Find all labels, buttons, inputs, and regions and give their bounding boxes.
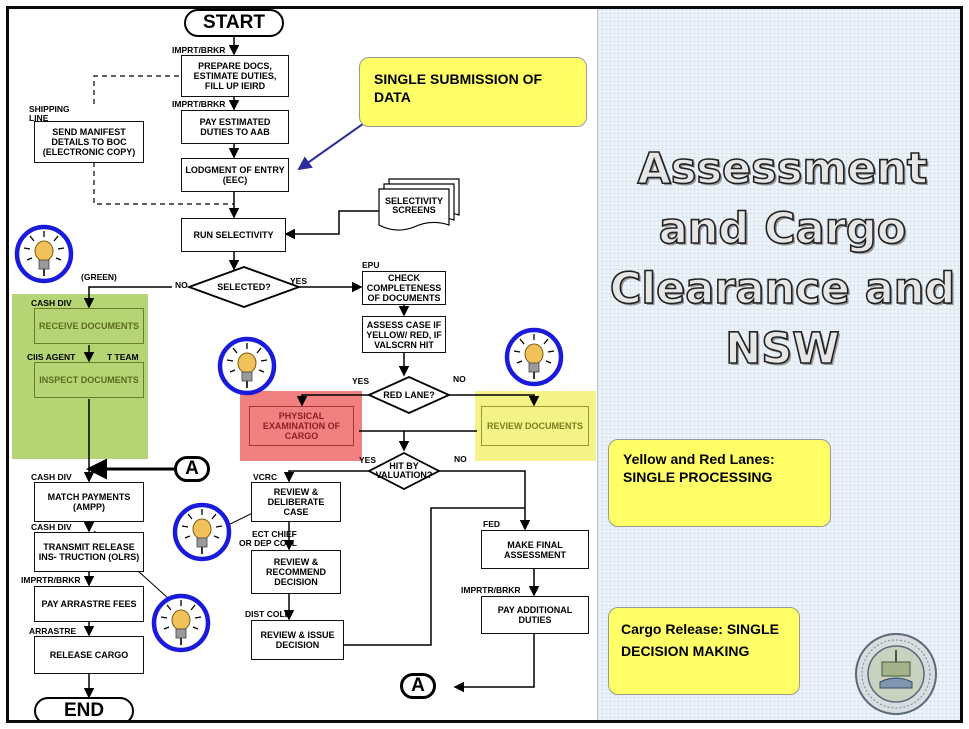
title-panel: Assessment and Cargo Clearance and NSW — [597, 9, 960, 720]
label-cash-div-1: CASH DIV — [31, 298, 72, 308]
decision-selected: SELECTED? — [217, 282, 271, 292]
callout-yellow-red: Yellow and Red Lanes: SINGLE PROCESSING — [608, 439, 831, 527]
box-prepare-docs: PREPARE DOCS, ESTIMATE DUTIES, FILL UP I… — [181, 55, 289, 97]
selectivity-screens-doc: SELECTIVITY SCREENS — [384, 196, 443, 215]
box-release-cargo: RELEASE CARGO — [34, 636, 144, 674]
label-shipping-line: SHIPPING LINE — [29, 104, 70, 123]
box-physical-examination: PHYSICAL EXAMINATION OF CARGO — [249, 406, 354, 446]
label-yes-selected: YES — [290, 276, 308, 286]
box-pay-estimated-duties: PAY ESTIMATED DUTIES TO AAB — [181, 110, 289, 144]
label-imprtr-brkr-3: IMPRTR/BRKR — [21, 575, 81, 585]
decision-hit-by-valuation: HIT BY VALUATION? — [375, 461, 433, 480]
label-no-selected: NO — [175, 280, 188, 290]
label-imprt-brkr-1: IMPRT/BRKR — [172, 45, 226, 55]
slide-frame: Assessment and Cargo Clearance and NSW — [6, 6, 963, 723]
box-run-selectivity: RUN SELECTIVITY — [181, 218, 286, 252]
label-dep-coll: OR DEP COLL — [239, 538, 297, 548]
box-review-documents: REVIEW DOCUMENTS — [481, 406, 589, 446]
connector-a-left: A — [174, 456, 210, 482]
flow-connectors — [83, 37, 540, 699]
label-cash-div-3: CASH DIV — [31, 522, 72, 532]
label-imprtr-brkr-4: IMPRTR/BRKR — [461, 585, 521, 595]
box-match-payments: MATCH PAYMENTS (AMPP) — [34, 482, 144, 522]
box-receive-documents: RECEIVE DOCUMENTS — [34, 308, 144, 344]
box-review-recommend: REVIEW & RECOMMEND DECISION — [251, 550, 341, 594]
slide-title: Assessment and Cargo Clearance and NSW — [609, 143, 956, 375]
label-vcrc: VCRC — [253, 472, 278, 482]
box-inspect-documents: INSPECT DOCUMENTS — [34, 362, 144, 398]
label-cash-div-2: CASH DIV — [31, 472, 72, 482]
label-ect-chief: ECT CHIEF — [252, 529, 297, 539]
box-pay-additional-duties: PAY ADDITIONAL DUTIES — [481, 596, 589, 634]
department-seal-logo — [855, 633, 937, 715]
box-check-completeness: CHECK COMPLETENESS OF DOCUMENTS — [362, 271, 446, 305]
label-imprt-brkr-2: IMPRT/BRKR — [172, 99, 226, 109]
label-no-valuation: NO — [454, 454, 467, 464]
label-no-red-lane: NO — [453, 374, 466, 384]
box-make-final-assessment: MAKE FINAL ASSESSMENT — [481, 530, 589, 569]
connector-a-bottom: A — [400, 673, 436, 699]
box-review-deliberate: REVIEW & DELIBERATE CASE — [251, 482, 341, 522]
box-pay-arrastre: PAY ARRASTRE FEES — [34, 586, 144, 622]
callout-single-submission: SINGLE SUBMISSION OF DATA — [359, 57, 587, 127]
label-dist-coll: DIST COLL — [245, 609, 290, 619]
start-terminal: START — [184, 9, 284, 37]
box-send-manifest: SEND MANIFEST DETAILS TO BOC (ELECTRONIC… — [34, 121, 144, 163]
box-review-issue: REVIEW & ISSUE DECISION — [251, 620, 344, 660]
box-assess-case: ASSESS CASE IF YELLOW/ RED, IF VALSCRN H… — [362, 316, 446, 353]
label-fed: FED — [483, 519, 500, 529]
label-green: (GREEN) — [81, 272, 117, 282]
label-team: T TEAM — [107, 352, 139, 362]
end-terminal: END — [34, 697, 134, 720]
label-yes-valuation: YES — [359, 455, 377, 465]
label-yes-red-lane: YES — [352, 376, 370, 386]
label-epu: EPU — [362, 260, 380, 270]
box-lodgment-of-entry: LODGMENT OF ENTRY (EEC) — [181, 158, 289, 192]
callout-cargo-release-text: Cargo Release: SINGLE DECISION MAKING — [621, 621, 779, 659]
label-arrastre: ARRASTRE — [29, 626, 77, 636]
box-transmit-release: TRANSMIT RELEASE INS- TRUCTION (OLRS) — [34, 532, 144, 572]
decision-red-lane: RED LANE? — [383, 390, 435, 400]
callout-yellow-red-text: Yellow and Red Lanes: SINGLE PROCESSING — [623, 451, 775, 485]
callout-cargo-release: Cargo Release: SINGLE DECISION MAKING — [608, 607, 800, 695]
callout-single-submission-text: SINGLE SUBMISSION OF DATA — [374, 71, 543, 105]
label-cis-agent: CIIS AGENT — [27, 352, 76, 362]
